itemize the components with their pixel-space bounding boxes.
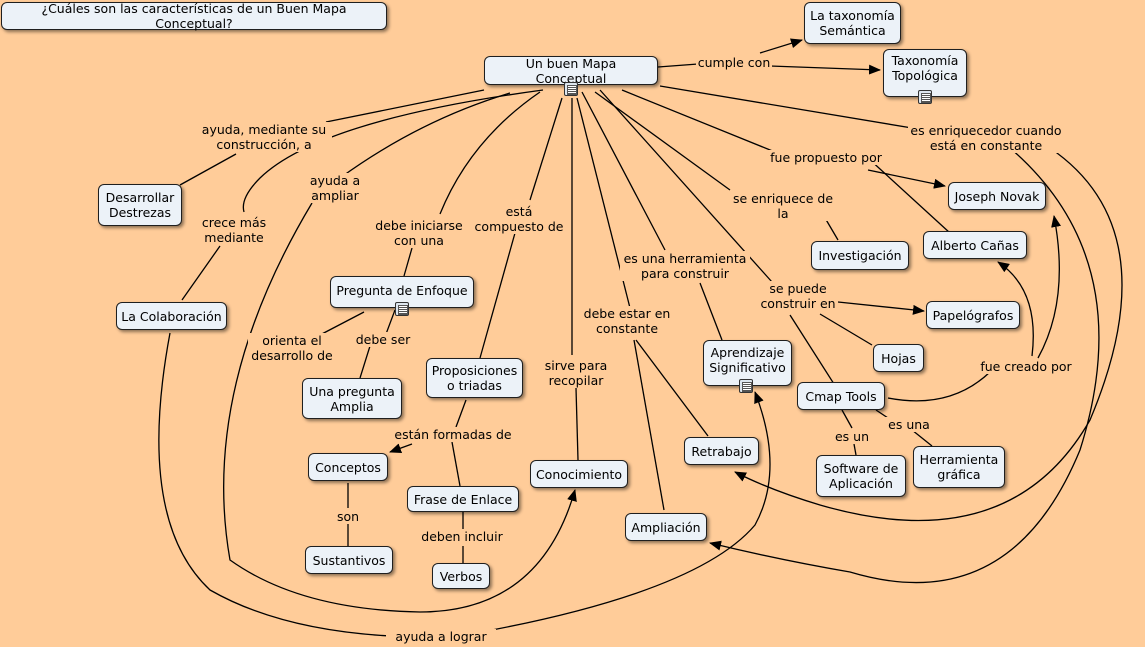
link-line xyxy=(451,441,461,487)
link-line xyxy=(529,97,563,201)
concept-hojas[interactable]: Hojas xyxy=(873,344,924,372)
concept-joseph-novak[interactable]: Joseph Novak xyxy=(948,182,1046,210)
concept-verbos[interactable]: Verbos xyxy=(432,563,490,589)
concept-papelografos[interactable]: Papelógrafos xyxy=(926,301,1020,329)
link-line xyxy=(325,89,485,123)
link-line xyxy=(158,332,391,637)
link-line xyxy=(491,391,771,631)
link-line xyxy=(759,38,803,54)
link-line xyxy=(709,147,1100,584)
link-label: ayuda a lograr xyxy=(386,629,496,644)
concept-retrabajo[interactable]: Retrabajo xyxy=(684,437,759,465)
link-line xyxy=(867,169,946,189)
link-label: está compuesto de xyxy=(472,204,566,234)
link-label: debe estar en constante xyxy=(580,306,674,336)
link-line xyxy=(699,282,723,341)
map-title: ¿Cuáles son las características de un Bu… xyxy=(1,1,387,31)
link-line xyxy=(223,202,577,613)
concept-taxonomia-semantica[interactable]: La taxonomía Semántica xyxy=(804,2,901,44)
link-line xyxy=(599,89,773,283)
link-line xyxy=(385,309,396,335)
link-line xyxy=(633,339,665,511)
concept-ampliacion[interactable]: Ampliación xyxy=(625,513,707,541)
link-line xyxy=(439,91,541,215)
link-line xyxy=(317,311,365,337)
link-line xyxy=(403,247,413,277)
link-line xyxy=(575,387,579,461)
link-line xyxy=(841,409,853,429)
link-line xyxy=(789,314,835,385)
link-line xyxy=(734,147,1123,522)
link-label: se enriquece de la xyxy=(726,191,840,221)
link-label: fue propuesto por xyxy=(768,150,884,165)
link-line xyxy=(657,63,699,68)
link-label: se puede construir en xyxy=(758,281,838,311)
link-line xyxy=(594,91,731,191)
link-label: debe ser xyxy=(352,332,414,347)
link-label: fue creado por xyxy=(978,359,1074,374)
link-label: es un xyxy=(830,429,874,444)
resource-document-icon[interactable] xyxy=(739,379,753,393)
link-line xyxy=(339,92,511,179)
link-label: ayuda, mediante su construcción, a xyxy=(196,122,332,152)
concept-alberto-canas[interactable]: Alberto Cañas xyxy=(923,231,1027,259)
concept-sustantivos[interactable]: Sustantivos xyxy=(305,546,393,574)
link-line xyxy=(819,313,873,346)
link-line xyxy=(581,91,666,251)
link-line xyxy=(887,371,991,402)
link-label: debe iniciarse con una xyxy=(372,218,466,248)
concept-taxonomia-topologica[interactable]: Taxonomía Topológica xyxy=(883,49,967,97)
link-label: son xyxy=(334,509,362,524)
link-line xyxy=(1037,215,1061,359)
concept-la-colaboracion[interactable]: La Colaboración xyxy=(116,302,227,330)
link-line xyxy=(181,245,221,301)
link-label: es enriquecedor cuando está en constante xyxy=(908,123,1064,153)
link-line xyxy=(837,301,925,315)
concept-conocimiento[interactable]: Conocimiento xyxy=(530,460,628,488)
link-line xyxy=(635,339,709,437)
link-label: orienta el desarrollo de xyxy=(248,333,336,363)
resource-document-icon[interactable] xyxy=(395,302,409,316)
concept-aprendizaje-significativo[interactable]: Aprendizaje Significativo xyxy=(703,340,792,386)
resource-document-icon[interactable] xyxy=(564,82,578,96)
link-line xyxy=(455,399,467,428)
link-line xyxy=(659,85,913,129)
link-label: cumple con xyxy=(696,55,772,70)
resource-document-icon[interactable] xyxy=(918,90,932,104)
link-line xyxy=(769,64,881,75)
link-line xyxy=(621,89,776,153)
concept-conceptos[interactable]: Conceptos xyxy=(308,453,388,481)
link-label: es una herramienta para construir xyxy=(620,251,750,281)
concept-proposiciones[interactable]: Proposiciones o triadas xyxy=(426,358,523,398)
link-line xyxy=(389,443,413,453)
concept-investigacion[interactable]: Investigación xyxy=(811,241,909,270)
link-line xyxy=(997,261,1034,357)
link-line xyxy=(359,345,371,379)
concept-main[interactable]: Un buen Mapa Conceptual xyxy=(484,56,658,86)
concept-una-pregunta-amplia[interactable]: Una pregunta Amplia xyxy=(302,378,402,419)
link-line xyxy=(853,443,857,456)
link-label: deben incluir xyxy=(418,529,506,544)
link-label: sirve para recopilar xyxy=(540,358,612,388)
link-label: crece más mediante xyxy=(198,215,270,245)
link-line xyxy=(911,429,933,447)
concept-desarrollar-destrezas[interactable]: Desarrollar Destrezas xyxy=(98,184,182,226)
link-line xyxy=(875,409,889,419)
link-label: es una xyxy=(884,417,934,432)
concept-frase-enlace[interactable]: Frase de Enlace xyxy=(407,486,519,512)
link-line xyxy=(179,153,237,186)
concept-cmap-tools[interactable]: Cmap Tools xyxy=(797,382,885,410)
link-line xyxy=(479,232,516,359)
concept-software-aplicacion[interactable]: Software de Aplicación xyxy=(816,455,906,497)
link-label: ayuda a ampliar xyxy=(303,173,367,203)
link-line xyxy=(867,157,951,234)
link-line xyxy=(242,89,544,213)
concept-herramienta-grafica[interactable]: Herramienta gráfica xyxy=(913,446,1005,488)
link-label: están formadas de xyxy=(392,427,514,442)
